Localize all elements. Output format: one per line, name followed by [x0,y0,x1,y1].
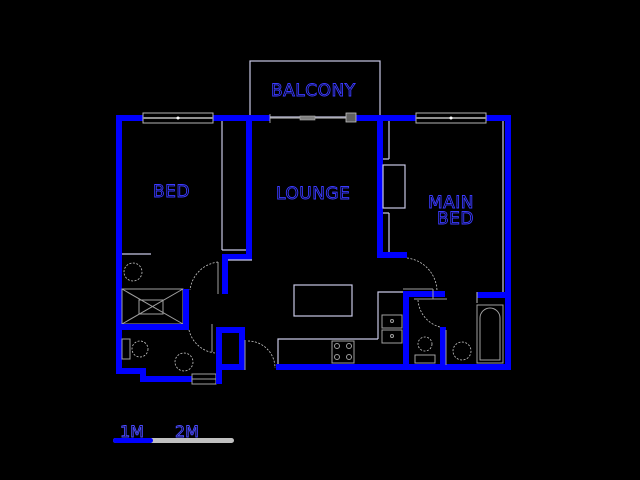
bed-ensuite [116,253,189,330]
main-bed-partition [377,115,504,293]
main-bed-label-line1: MAIN [428,193,474,213]
bed-label: BED [153,182,190,202]
door-swing-main-bed [406,257,438,293]
door-swing-bath-1 [188,329,216,354]
built-in-cupboard [382,164,406,209]
bathroom-1 [121,324,246,385]
balcony-label: BALCONY [271,81,356,101]
toilet-2 [414,336,436,364]
kitchen-island [293,284,353,317]
bed-partition [189,115,252,294]
scale-label-1m: 1M [120,422,144,441]
scale-bar: 1M 2M [113,422,234,443]
balcony: BALCONY [249,60,381,118]
door-swing-bed [189,261,219,291]
main-bed-label-line2: BED [437,209,474,229]
window-bed [142,112,214,124]
kitchen [277,284,403,364]
sink [381,314,403,344]
sliding-door-balcony [269,112,357,123]
scale-bar-filled [113,438,153,443]
basin [123,262,143,282]
outer-walls [116,115,511,382]
main-ensuite [403,288,505,370]
door-swing-ensuite [417,299,446,329]
door-swing-entry [247,340,276,369]
toilet [131,340,149,358]
basin-3 [452,341,472,361]
scale-label-2m: 2M [175,422,199,441]
windows [142,112,487,124]
basin-2 [174,352,194,372]
bathtub [476,304,504,364]
stove [331,340,355,364]
lounge-label: LOUNGE [276,184,350,204]
window-main-bed [415,112,487,124]
